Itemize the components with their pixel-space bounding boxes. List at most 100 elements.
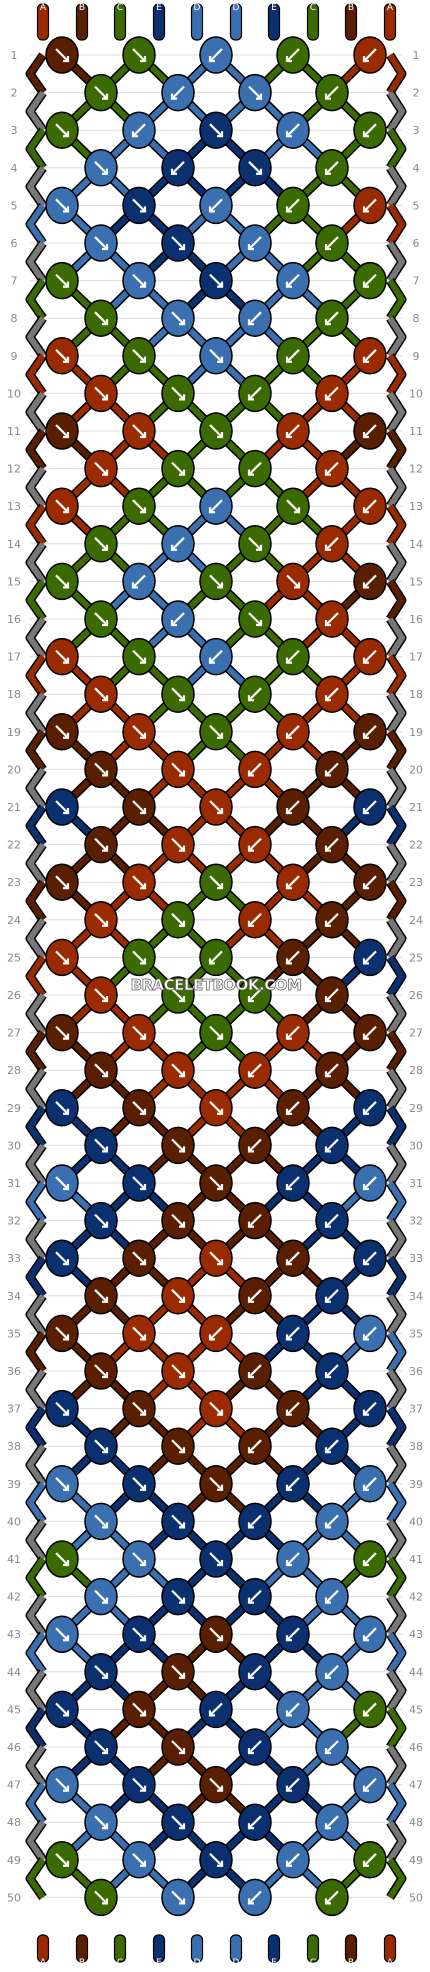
knot-arrowhead xyxy=(247,1146,254,1153)
knot xyxy=(84,1126,118,1165)
row-number-left: 40 xyxy=(7,1515,21,1528)
edge-strand xyxy=(387,1594,405,1636)
knot xyxy=(276,261,310,300)
knot xyxy=(122,1540,156,1578)
knot-arrow-icon xyxy=(325,1815,339,1829)
knot-arrow-icon xyxy=(55,1101,69,1115)
knot-arrowhead xyxy=(63,356,70,363)
knot-arrowhead xyxy=(140,808,147,815)
knot-arrowhead xyxy=(294,582,301,589)
knot xyxy=(199,36,233,74)
knot-arrowhead xyxy=(294,507,301,514)
edge-strand xyxy=(27,90,46,132)
knot-arrow-icon xyxy=(132,198,146,213)
knot-arrowhead xyxy=(102,620,109,627)
knot xyxy=(45,637,79,676)
knot-arrow-icon xyxy=(363,1853,377,1867)
row-number-right: 25 xyxy=(409,951,423,964)
knot-arrow-icon xyxy=(363,198,377,213)
edge-strand xyxy=(387,1632,405,1674)
row-number-right: 42 xyxy=(409,1591,423,1604)
knot-arrowhead xyxy=(217,1785,224,1792)
knot-arrowhead xyxy=(285,1635,292,1642)
knot-arrow-icon xyxy=(209,800,223,814)
knot xyxy=(276,1239,310,1277)
knot-arrow-icon xyxy=(363,1702,377,1717)
knot xyxy=(276,111,310,149)
knot-arrowhead xyxy=(170,620,177,627)
knot-arrowhead xyxy=(217,1635,224,1642)
knot-arrow-icon xyxy=(286,1401,300,1416)
knot xyxy=(161,1352,195,1390)
knot xyxy=(238,1878,272,1917)
knot-arrow-icon xyxy=(286,950,300,965)
knot xyxy=(276,1690,310,1729)
knot-arrowhead xyxy=(179,1522,186,1529)
edge-strand xyxy=(27,1218,46,1260)
knot-arrow-icon xyxy=(55,1401,69,1416)
knot xyxy=(353,1089,387,1127)
knot-arrow-icon xyxy=(363,649,377,664)
row-number-left: 46 xyxy=(7,1741,21,1754)
knot-arrow-icon xyxy=(286,1326,300,1341)
knot-arrowhead xyxy=(324,1447,331,1454)
knot-arrowhead xyxy=(217,1033,224,1040)
knot-arrowhead xyxy=(140,507,147,514)
knot xyxy=(45,1389,79,1428)
knot-arrow-icon xyxy=(209,1627,223,1641)
knot-arrowhead xyxy=(362,582,369,589)
knot xyxy=(45,487,79,525)
knot xyxy=(122,1164,156,1202)
knot-arrow-icon xyxy=(286,424,300,438)
knot-arrowhead xyxy=(324,620,331,627)
knot-arrow-icon xyxy=(94,1063,108,1077)
edge-strand xyxy=(387,354,405,396)
edge-strand xyxy=(387,53,405,95)
knot-arrow-icon xyxy=(55,725,69,739)
knot xyxy=(84,1277,118,1315)
knot xyxy=(315,1878,349,1917)
knot-arrow-icon xyxy=(248,1740,262,1754)
row-number-right: 44 xyxy=(409,1666,423,1679)
knot xyxy=(45,1239,79,1277)
knot-arrowhead xyxy=(208,1334,215,1341)
knot-arrow-icon xyxy=(248,1815,262,1829)
row-number-right: 40 xyxy=(409,1515,423,1528)
knot-arrow-icon xyxy=(286,725,300,739)
knot-arrow-icon xyxy=(248,1213,262,1228)
edge-strand xyxy=(387,1143,405,1185)
knot-arrow-icon xyxy=(94,161,108,175)
knot xyxy=(276,487,310,525)
row-number-left: 23 xyxy=(7,876,21,889)
knot xyxy=(238,901,272,939)
knot-arrow-icon xyxy=(171,537,185,551)
knot-arrow-icon xyxy=(132,649,146,664)
knot-arrow-icon xyxy=(325,762,339,777)
row-number-right: 6 xyxy=(413,237,420,250)
knot xyxy=(315,374,349,413)
knot xyxy=(276,1841,310,1879)
edge-strand xyxy=(387,1444,405,1486)
string-tab-top xyxy=(36,3,50,41)
knot-arrow-icon xyxy=(94,386,108,401)
edge-strand xyxy=(27,1369,46,1411)
row-number-left: 42 xyxy=(7,1591,21,1604)
row-number-right: 46 xyxy=(409,1741,423,1754)
knot-arrow-icon xyxy=(209,1251,223,1265)
edge-strand xyxy=(387,1557,405,1599)
edge-strand xyxy=(27,1820,46,1862)
edge-strand xyxy=(387,918,405,960)
knot-arrowhead xyxy=(217,582,224,589)
knot-arrowhead xyxy=(285,131,292,138)
knot-arrow-icon xyxy=(248,1289,262,1303)
string-tab-top xyxy=(344,3,358,41)
knot xyxy=(276,863,310,901)
knot-arrow-icon xyxy=(286,1627,300,1641)
row-number-right: 16 xyxy=(409,613,423,626)
row-number-right: 27 xyxy=(409,1027,423,1040)
knot-arrow-icon xyxy=(248,1665,262,1679)
knot-arrow-icon xyxy=(94,1815,108,1829)
